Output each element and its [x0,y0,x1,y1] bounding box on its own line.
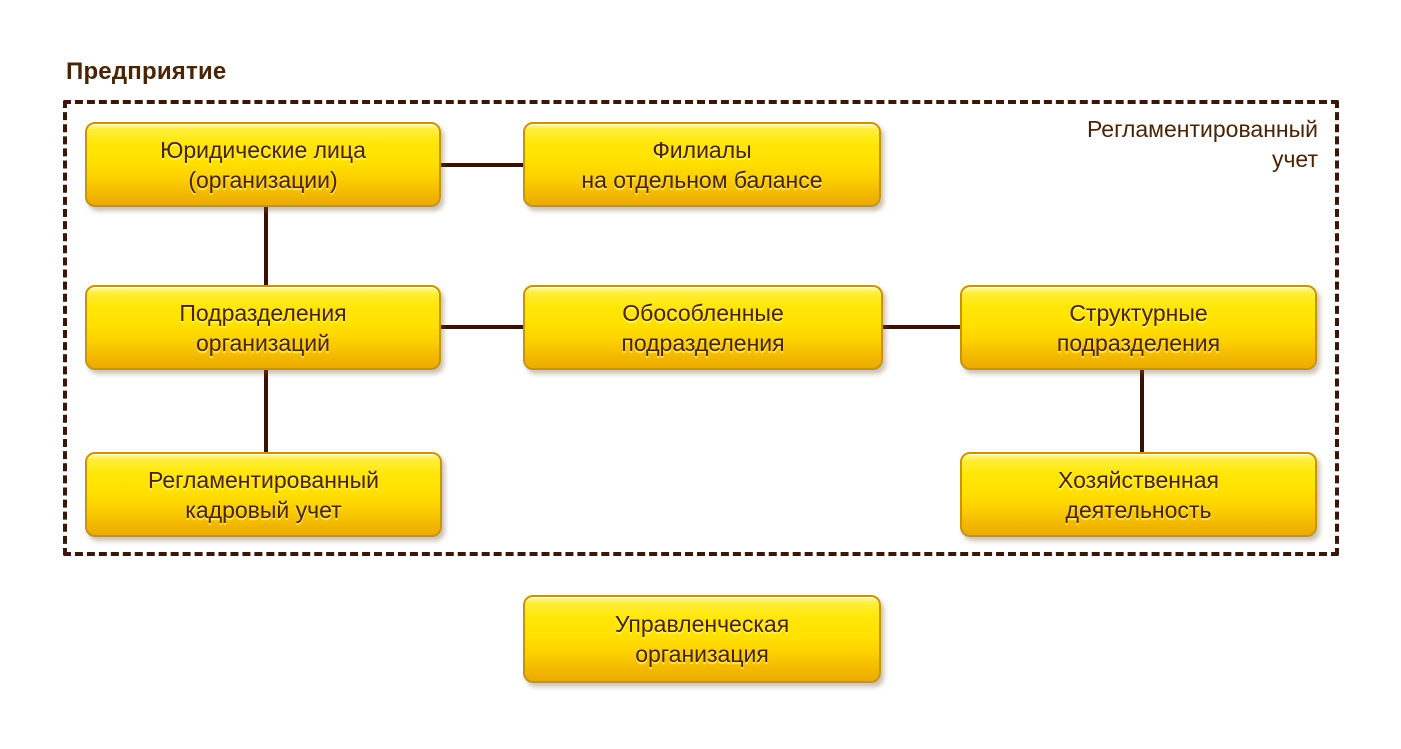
box-branches-separate-balance: Филиалы на отдельном балансе [523,122,881,207]
connector-structural-to-business [1140,368,1144,454]
box-regulated-hr-accounting: Регламентированный кадровый учет [85,452,442,537]
box-legal-entities: Юридические лица (организации) [85,122,441,207]
box-management-organization: Управленческая организация [523,595,881,683]
box-org-subdivisions: Подразделения организаций [85,285,441,370]
box-business-activity: Хозяйственная деятельность [960,452,1317,537]
connector-legal-to-branches [441,163,525,167]
box-structural-subdivisions: Структурные подразделения [960,285,1317,370]
diagram-title: Предприятие [66,58,227,85]
box-detached-subdivisions: Обособленные подразделения [523,285,883,370]
regulated-accounting-frame [63,100,1339,556]
connector-org-subdivisions-to-detached [441,325,525,329]
connector-legal-to-org-subdivisions [264,205,268,287]
connector-org-subdivisions-to-hr [264,368,268,454]
connector-detached-to-structural [881,325,962,329]
frame-label-regulated-accounting: Регламентированный учет [1086,116,1318,172]
